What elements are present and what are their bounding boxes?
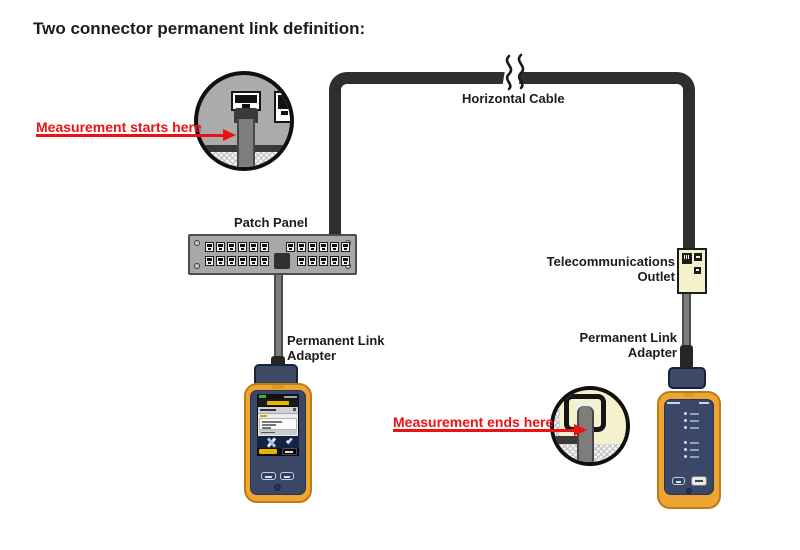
patch-panel-port	[330, 256, 339, 266]
led-indicator	[684, 426, 687, 429]
rj45-port-icon	[274, 91, 290, 123]
patch-panel-port	[319, 242, 328, 252]
tester-button	[261, 472, 276, 480]
patch-cord-left	[274, 262, 283, 368]
led-indicator	[684, 455, 687, 458]
led-indicator	[684, 419, 687, 422]
pla-right-label: Permanent Link Adapter	[579, 330, 677, 360]
tester-vent	[683, 393, 694, 397]
patch-panel-port	[216, 256, 225, 266]
patch-panel-port	[330, 242, 339, 252]
patch-panel-port	[260, 242, 269, 252]
measure-end-arrow-line	[393, 429, 574, 432]
telecom-outlet-label: Telecommunications Outlet	[546, 254, 675, 284]
patch-panel-port	[341, 242, 350, 252]
patch-panel-port	[341, 256, 350, 266]
telecom-outlet	[677, 248, 707, 294]
tools-icon	[266, 437, 277, 448]
outlet-jack-connected	[682, 253, 692, 264]
measure-end-arrowhead	[574, 424, 587, 436]
home-button	[686, 488, 692, 494]
patch-panel-port	[216, 242, 225, 252]
test-key	[282, 448, 297, 455]
patch-panel-port	[227, 256, 236, 266]
patch-panel-port	[249, 256, 258, 266]
patch-panel-port	[205, 242, 214, 252]
tester-screen: ✔	[257, 394, 299, 456]
patch-panel-port	[249, 242, 258, 252]
outlet-jack	[694, 253, 702, 261]
screen-menu-list	[258, 407, 298, 436]
outlet-jack	[694, 267, 701, 274]
horizontal-cable-label: Horizontal Cable	[462, 91, 565, 106]
wall-hatch	[554, 408, 560, 438]
menu-row	[259, 418, 297, 430]
led-label	[690, 456, 699, 458]
home-button	[274, 484, 281, 491]
patch-panel	[188, 234, 357, 275]
remote-led-panel	[684, 412, 710, 462]
led-indicator	[684, 412, 687, 415]
led-label	[690, 420, 699, 422]
patch-cord-right	[682, 258, 691, 350]
measure-start-arrow-line	[36, 134, 223, 137]
patch-panel-port	[308, 242, 317, 252]
brand-banner	[257, 399, 299, 406]
patch-panel-port	[238, 242, 247, 252]
brand-mark	[667, 402, 680, 404]
patch-panel-port	[297, 256, 306, 266]
cable-boot-right	[680, 345, 693, 371]
check-icon: ✔	[285, 436, 293, 446]
brand-mark	[699, 402, 709, 404]
test-button	[691, 476, 707, 486]
patch-panel-plug	[274, 253, 290, 269]
menu-row	[258, 407, 298, 414]
screw-icon	[194, 240, 200, 246]
patch-panel-port	[297, 242, 306, 252]
screw-icon	[194, 263, 200, 269]
led-indicator	[684, 448, 687, 451]
led-label	[690, 413, 699, 415]
patch-panel-port	[319, 256, 328, 266]
patch-panel-port	[205, 256, 214, 266]
menu-row	[259, 430, 297, 435]
tester-button	[672, 477, 685, 485]
led-indicator	[684, 441, 687, 444]
permanent-link-adapter-right	[668, 367, 706, 389]
horizontal-cable-path	[329, 72, 695, 250]
led-label	[690, 427, 699, 429]
patch-panel-port	[227, 242, 236, 252]
patch-panel-port	[286, 242, 295, 252]
tester-button	[280, 472, 294, 480]
tester-vent	[272, 385, 284, 389]
cable-break-icon	[502, 53, 525, 91]
battery-icon	[259, 395, 266, 398]
magnifier-end-detail	[550, 386, 630, 466]
led-label	[690, 442, 699, 444]
patch-panel-port	[260, 256, 269, 266]
measurement-starts-label: Measurement starts here	[36, 119, 202, 135]
measurement-ends-label: Measurement ends here	[393, 414, 554, 430]
led-label	[690, 449, 699, 451]
page-title: Two connector permanent link definition:	[33, 19, 366, 38]
magnifier-start-detail	[194, 71, 294, 171]
pla-left-label: Permanent Link Adapter	[287, 333, 385, 363]
patch-panel-port	[238, 256, 247, 266]
cable-detail	[237, 119, 255, 167]
softkey-button	[259, 449, 277, 454]
measure-start-arrowhead	[223, 129, 236, 141]
patch-panel-ports	[190, 236, 355, 273]
screen-footer: ✔	[257, 436, 299, 448]
patch-panel-label: Patch Panel	[234, 215, 308, 230]
patch-panel-port	[308, 256, 317, 266]
